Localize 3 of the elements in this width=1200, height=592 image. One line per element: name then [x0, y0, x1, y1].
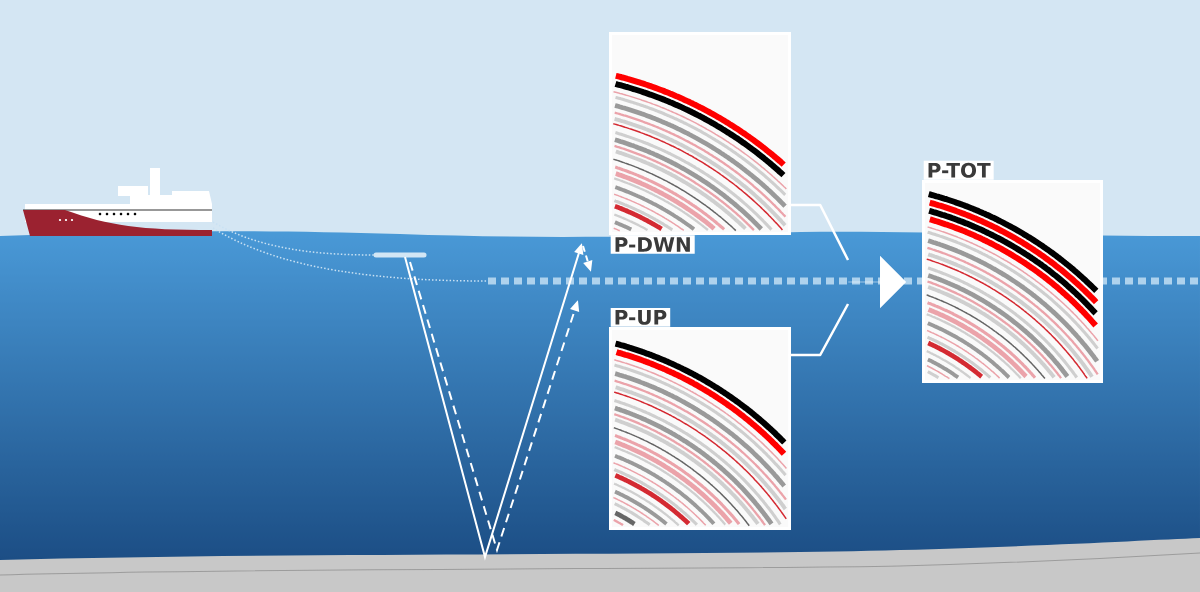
connector-line	[788, 303, 850, 357]
panel-label: P-DWN	[610, 235, 695, 254]
connector-line	[788, 203, 850, 261]
